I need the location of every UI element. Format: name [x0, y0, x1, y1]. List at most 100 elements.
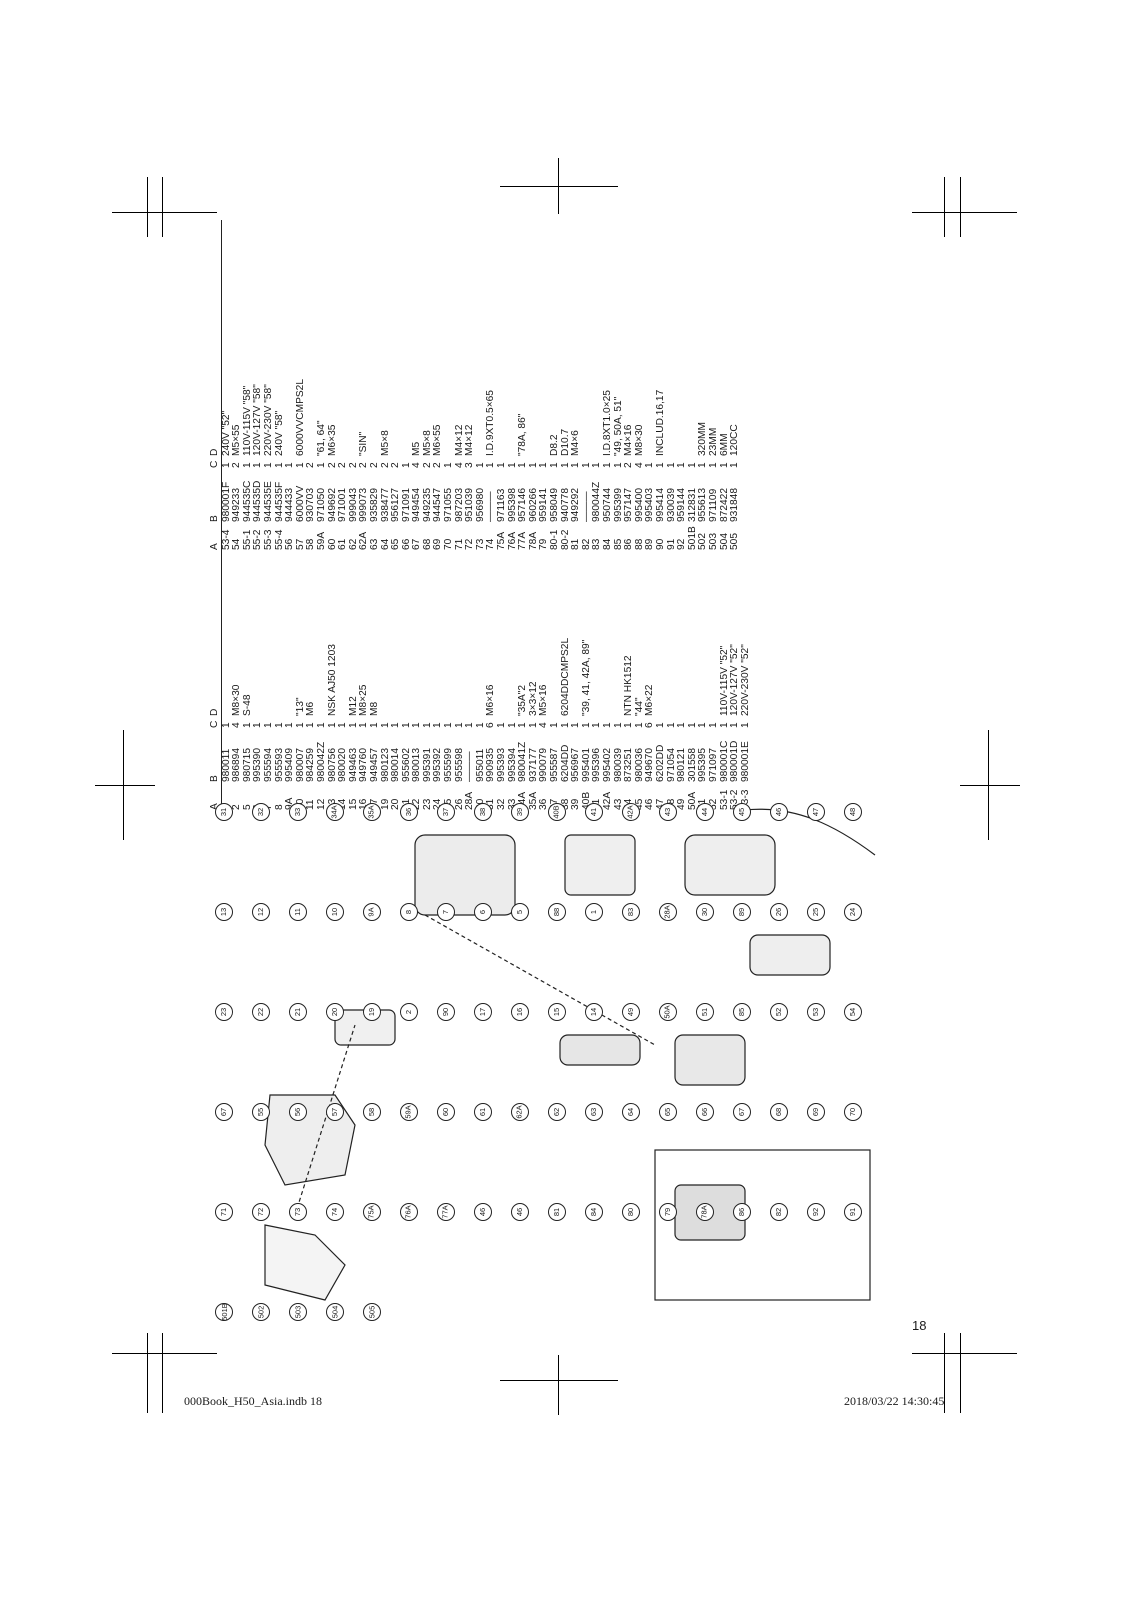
callout-10: 10 — [326, 903, 344, 921]
callout-55: 55 — [252, 1103, 270, 1121]
code-no-cell: 999073 — [359, 488, 370, 522]
quantity-cell: 1 — [740, 722, 751, 728]
quantity-cell: 1 — [465, 722, 476, 728]
code-no-cell: 949454 — [412, 488, 423, 522]
code-no-cell: 995402 — [602, 748, 613, 782]
code-no-cell: 971163 — [497, 488, 508, 522]
part-no-cell: 86 — [624, 538, 635, 550]
code-no-cell: 980014 — [391, 748, 402, 782]
quantity-cell: 1 — [253, 462, 264, 468]
code-no-cell: 957147 — [624, 488, 635, 522]
quantity-cell: 1 — [518, 722, 529, 728]
remarks-cell: I.D.9XT0.5×65 — [486, 390, 497, 456]
code-no-cell: 944535E — [263, 481, 274, 522]
quantity-cell: 1 — [677, 722, 688, 728]
part-no-cell: 85 — [613, 538, 624, 550]
code-no-cell: 949463 — [348, 748, 359, 782]
quantity-cell: 1 — [306, 722, 317, 728]
callout-31: 31 — [215, 803, 233, 821]
callout-52: 52 — [770, 1003, 788, 1021]
callout-8: 8 — [400, 903, 418, 921]
callout-46: 46 — [511, 1203, 529, 1221]
crop-mark — [123, 730, 124, 840]
part-no-cell: 66 — [401, 538, 412, 550]
part-no-cell: 80-2 — [560, 529, 571, 550]
part-no-cell: 55-2 — [253, 529, 264, 550]
code-no-cell: 971091 — [401, 488, 412, 522]
gear-cover-shape — [564, 834, 636, 896]
callout-86: 86 — [733, 1203, 751, 1221]
quantity-cell: 1 — [316, 722, 327, 728]
callout-14: 14 — [585, 1003, 603, 1021]
code-no-cell: 995409 — [285, 748, 296, 782]
code-no-cell: 990935 — [486, 748, 497, 782]
callout-1: 1 — [585, 903, 603, 921]
code-no-cell: 995390 — [253, 748, 264, 782]
remarks-cell: 240V "52" — [221, 410, 232, 456]
quantity-cell: 1 — [613, 462, 624, 468]
quantity-cell: 2 — [348, 462, 359, 468]
callout-68: 68 — [770, 1103, 788, 1121]
remarks-cell: M6×55 — [433, 424, 444, 456]
callout-80: 80 — [622, 1203, 640, 1221]
quantity-cell: 1 — [221, 722, 232, 728]
part-no-cell: 80-1 — [550, 529, 560, 550]
quantity-cell: 2 — [422, 462, 433, 468]
quantity-cell: 1 — [602, 722, 613, 728]
remarks-cell: 240V "58" — [274, 410, 285, 456]
remarks-cell: M8×30 — [634, 424, 645, 456]
code-no-cell: 980001F — [221, 481, 232, 522]
code-no-cell: 949292 — [571, 488, 582, 522]
part-no-cell: 71 — [454, 538, 465, 550]
code-no-cell: 944535F — [274, 481, 285, 522]
quantity-cell: 1 — [348, 722, 359, 728]
quantity-cell: 1 — [507, 462, 518, 468]
code-no-cell: 971055 — [444, 488, 455, 522]
remarks-cell: M4×12 — [465, 424, 476, 456]
remarks-cell: I.D.8XT1.0×25 — [602, 390, 613, 456]
dashed-guide-line — [424, 914, 656, 1046]
callout-503: 503 — [289, 1303, 307, 1321]
crop-mark — [960, 1333, 961, 1413]
stator-shape — [674, 1034, 746, 1086]
part-no-cell: 70 — [444, 538, 455, 550]
quantity-cell: 1 — [369, 722, 380, 728]
callout-25: 25 — [807, 903, 825, 921]
quantity-cell: 1 — [274, 462, 285, 468]
remarks-cell — [688, 220, 699, 456]
quantity-cell: 1 — [338, 722, 349, 728]
quantity-cell: 1 — [698, 722, 709, 728]
quantity-cell: 4 — [454, 462, 465, 468]
code-no-cell: 950744 — [602, 488, 613, 522]
quantity-cell: 1 — [263, 722, 274, 728]
callout-41: 41 — [585, 803, 603, 821]
quantity-cell: 1 — [433, 722, 444, 728]
quantity-cell: 1 — [666, 462, 677, 468]
part-no-cell: 501B — [687, 526, 698, 550]
code-no-cell: 949457 — [369, 748, 380, 782]
callout-42A: 42A — [622, 803, 640, 821]
quantity-cell: 1 — [285, 722, 296, 728]
callout-38: 38 — [474, 803, 492, 821]
quantity-cell: 2 — [433, 462, 444, 468]
code-no-cell: 980123 — [380, 748, 391, 782]
remarks-cell: M5×8 — [422, 430, 433, 456]
code-no-cell: 931848 — [730, 488, 741, 522]
quantity-cell: 1 — [327, 722, 338, 728]
quantity-cell: 2 — [359, 462, 370, 468]
switch-housing-shape — [749, 934, 831, 976]
code-no-cell: 937177 — [528, 748, 539, 782]
quantity-cell: 1 — [221, 462, 232, 468]
